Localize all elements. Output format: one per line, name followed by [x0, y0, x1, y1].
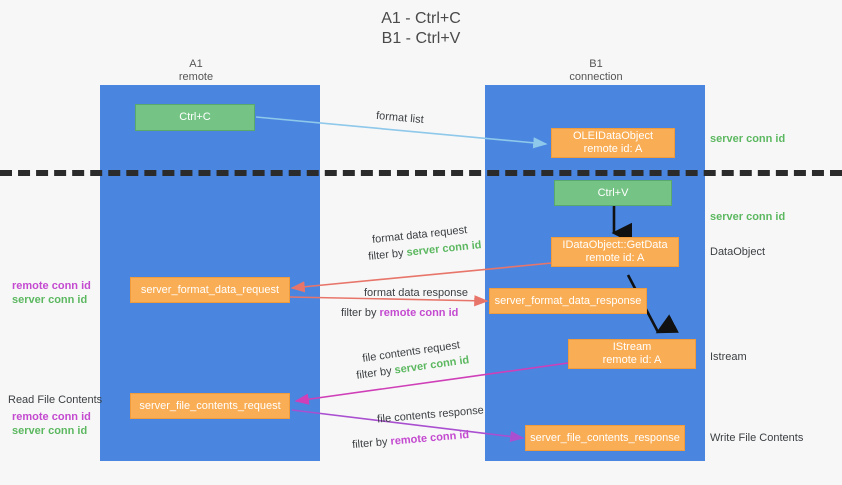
box-server-file-contents-request-label: server_file_contents_request — [139, 399, 281, 412]
filter-value-remote-conn-id: remote conn id — [390, 428, 470, 448]
lane-header-b1-name: B1 — [589, 58, 603, 70]
box-server-file-contents-response[interactable]: server_file_contents_response — [525, 425, 685, 451]
box-ctrl-v[interactable]: Ctrl+V — [554, 180, 672, 206]
left-label-read-file-contents: Read File Contents — [8, 394, 103, 406]
box-ctrl-c-label: Ctrl+C — [179, 111, 211, 123]
lane-header-b1-sub: connection — [569, 71, 623, 83]
title-line-1: A1 - Ctrl+C — [381, 10, 461, 27]
box-server-format-data-request[interactable]: server_format_data_request — [130, 277, 290, 303]
arrow-label-format-data-response: format data response — [364, 287, 468, 299]
box-idataobject-getdata-line1: IDataObject::GetData — [562, 239, 668, 251]
arrow-label-format-data-response-filter: filter by remote conn id — [341, 306, 458, 321]
lane-header-a1: A1 remote — [140, 58, 252, 84]
right-label-server-conn-id-second: server conn id — [710, 211, 786, 223]
box-server-file-contents-request[interactable]: server_file_contents_request — [130, 393, 290, 419]
right-label-server-conn-id-top: server conn id — [710, 133, 786, 145]
box-ole-idataobject-line1: OLEIDataObject — [572, 130, 654, 142]
page-title: A1 - Ctrl+C B1 - Ctrl+V — [0, 9, 842, 49]
box-idataobject-getdata-line2: remote id: A — [585, 252, 645, 264]
right-label-istream: Istream — [710, 351, 747, 363]
filter-prefix: filter by — [355, 364, 396, 382]
box-istream-line2: remote id: A — [602, 354, 662, 366]
filter-value-remote-conn-id: remote conn id — [379, 307, 459, 319]
left-label-remote-conn-id-1: remote conn id — [12, 280, 91, 292]
phase-divider — [0, 170, 842, 176]
box-server-format-data-request-label: server_format_data_request — [140, 283, 280, 296]
left-label-server-conn-id-2: server conn id — [12, 425, 88, 437]
box-ole-idataobject-line2: remote id: A — [583, 143, 643, 155]
lane-header-a1-sub: remote — [178, 71, 214, 83]
box-ctrl-c[interactable]: Ctrl+C — [135, 104, 255, 131]
box-ole-idataobject[interactable]: OLEIDataObject remote id: A — [551, 128, 675, 158]
lane-header-a1-name: A1 — [189, 58, 203, 70]
title-line-2: B1 - Ctrl+V — [381, 30, 461, 47]
right-label-write-file-contents: Write File Contents — [710, 432, 804, 444]
arrow-label-file-contents-response-filter: filter by remote conn id — [352, 428, 470, 453]
box-server-file-contents-response-label: server_file_contents_response — [530, 431, 680, 444]
left-label-server-conn-id-1: server conn id — [12, 294, 88, 306]
box-idataobject-getdata[interactable]: IDataObject::GetData remote id: A — [551, 237, 679, 267]
right-label-dataobject: DataObject — [710, 246, 766, 258]
filter-prefix: filter by — [341, 307, 380, 319]
box-ctrl-v-label: Ctrl+V — [597, 186, 629, 199]
box-istream[interactable]: IStream remote id: A — [568, 339, 696, 369]
box-istream-line1: IStream — [612, 341, 652, 353]
left-label-remote-conn-id-2: remote conn id — [12, 411, 91, 423]
arrow-label-format-list: format list — [375, 109, 425, 127]
filter-prefix: filter by — [351, 435, 392, 452]
box-server-format-data-response[interactable]: server_format_data_response — [489, 288, 647, 314]
arrow-label-file-contents-response: file contents response — [376, 404, 485, 426]
lane-header-b1: B1 connection — [540, 58, 652, 84]
filter-prefix: filter by — [367, 246, 408, 263]
box-server-format-data-response-label: server_format_data_response — [494, 294, 642, 307]
